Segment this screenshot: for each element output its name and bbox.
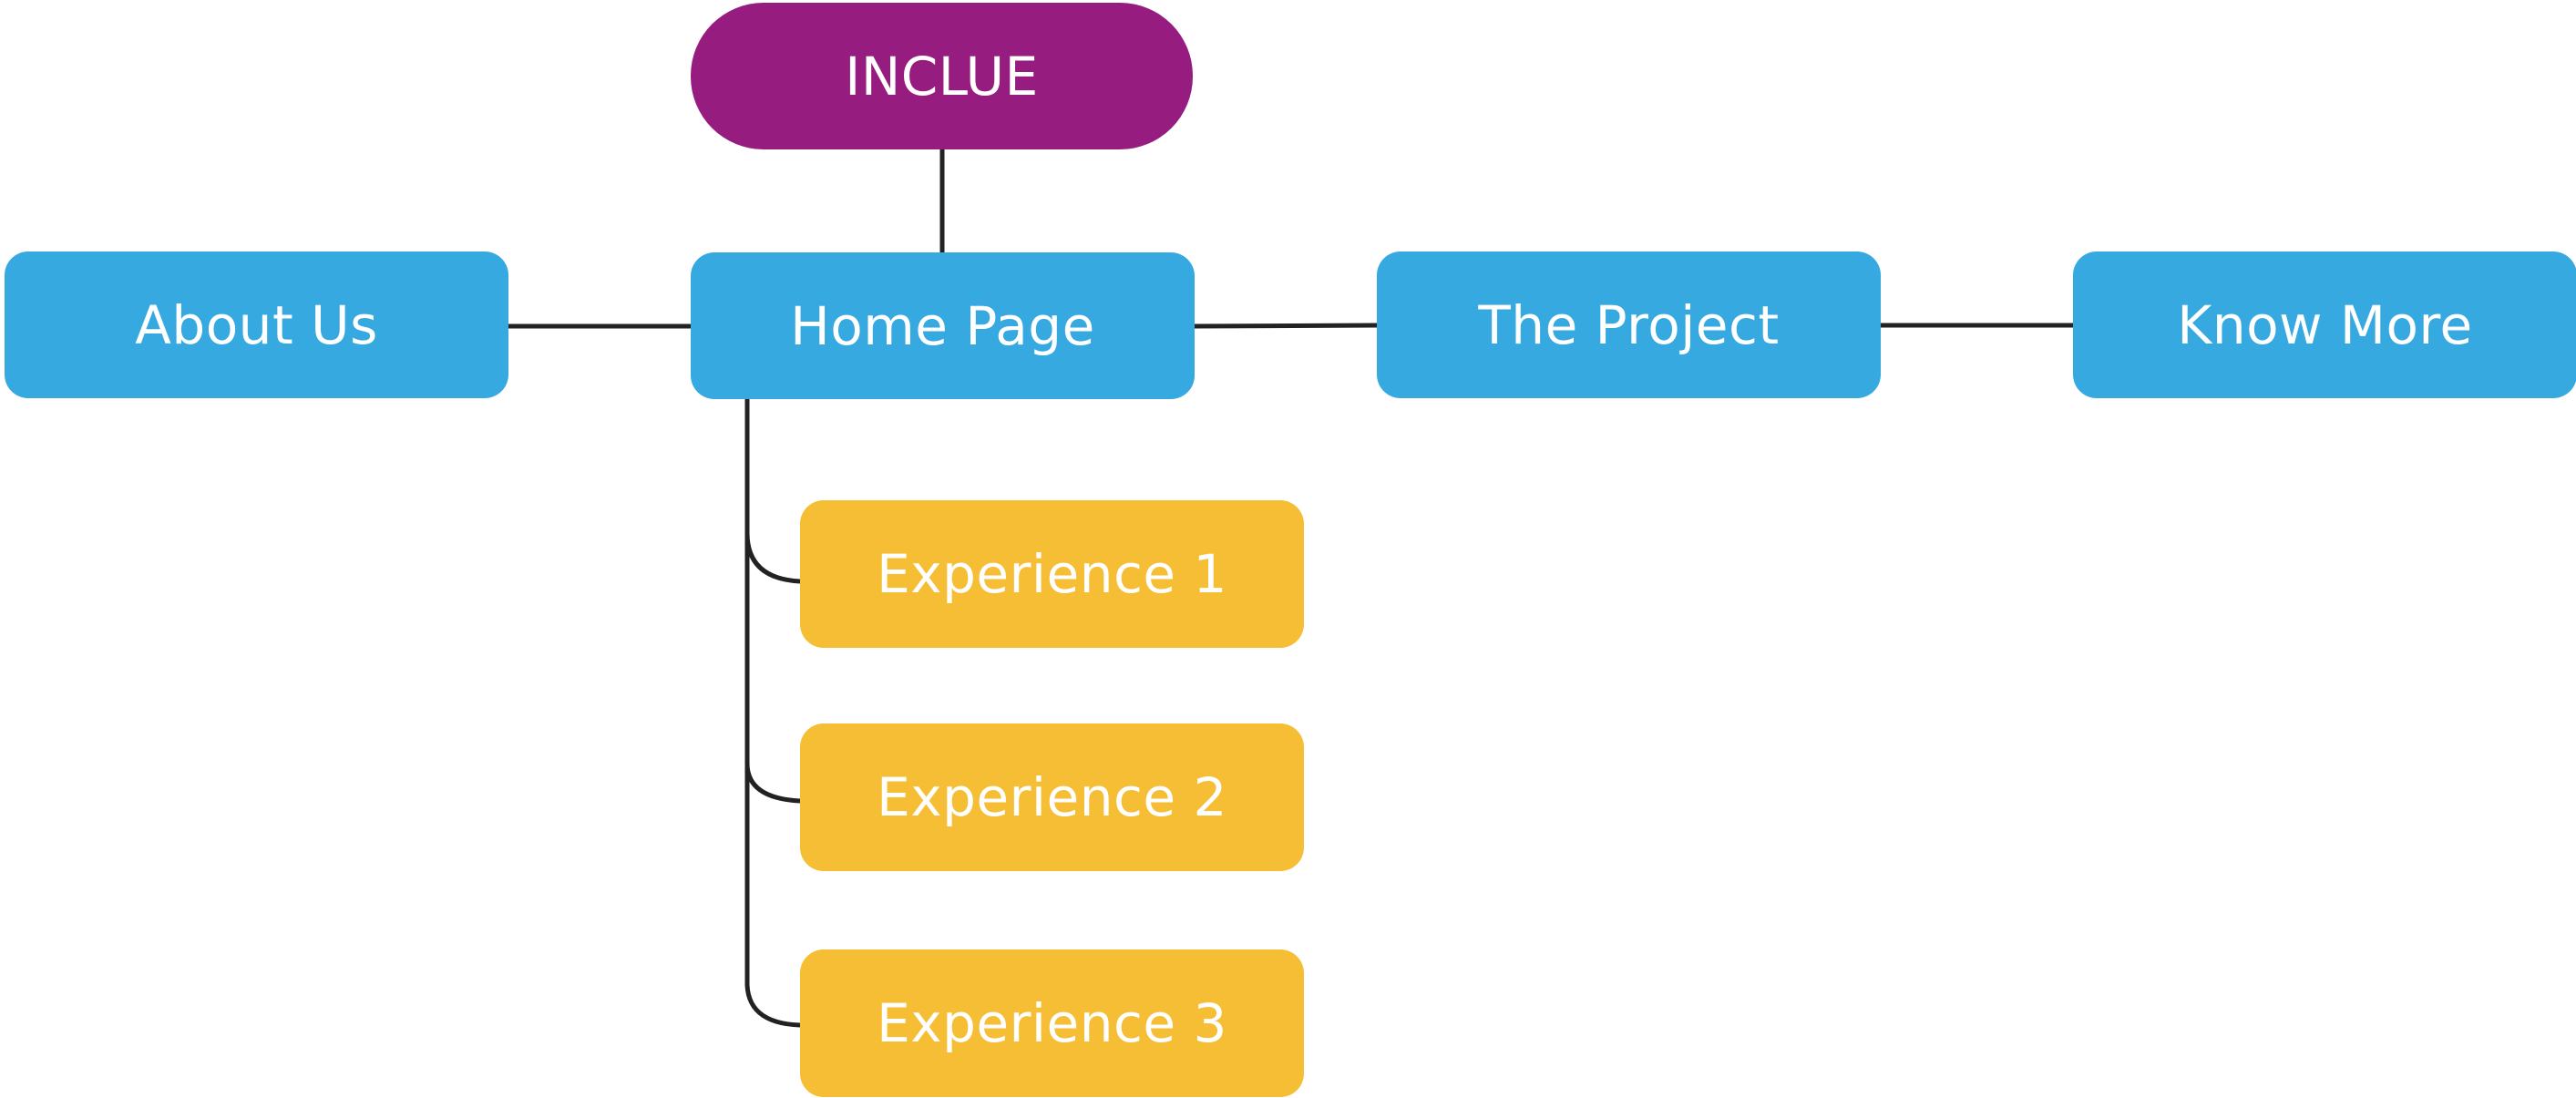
node-label: Know More [2177, 293, 2473, 356]
node-label: About Us [135, 293, 378, 356]
connector-branch-exp2 [744, 761, 803, 804]
node-home-page[interactable]: Home Page [691, 252, 1195, 399]
root-node-label: INCLUE [845, 45, 1039, 108]
connector-home-project [1192, 323, 1380, 329]
node-know-more[interactable]: Know More [2073, 251, 2576, 398]
connector-branch-exp3 [744, 977, 803, 1028]
node-label: Home Page [790, 294, 1095, 357]
node-label: Experience 3 [877, 992, 1227, 1054]
node-experience-1[interactable]: Experience 1 [800, 500, 1304, 648]
node-about-us[interactable]: About Us [5, 251, 508, 398]
node-label: Experience 2 [877, 766, 1227, 828]
node-the-project[interactable]: The Project [1377, 251, 1881, 398]
root-node-inclue[interactable]: INCLUE [691, 3, 1193, 149]
node-label: Experience 1 [877, 543, 1227, 605]
node-label: The Project [1478, 293, 1780, 356]
node-experience-2[interactable]: Experience 2 [800, 723, 1304, 871]
connector-branch-exp1 [744, 530, 803, 584]
node-experience-3[interactable]: Experience 3 [800, 949, 1304, 1097]
